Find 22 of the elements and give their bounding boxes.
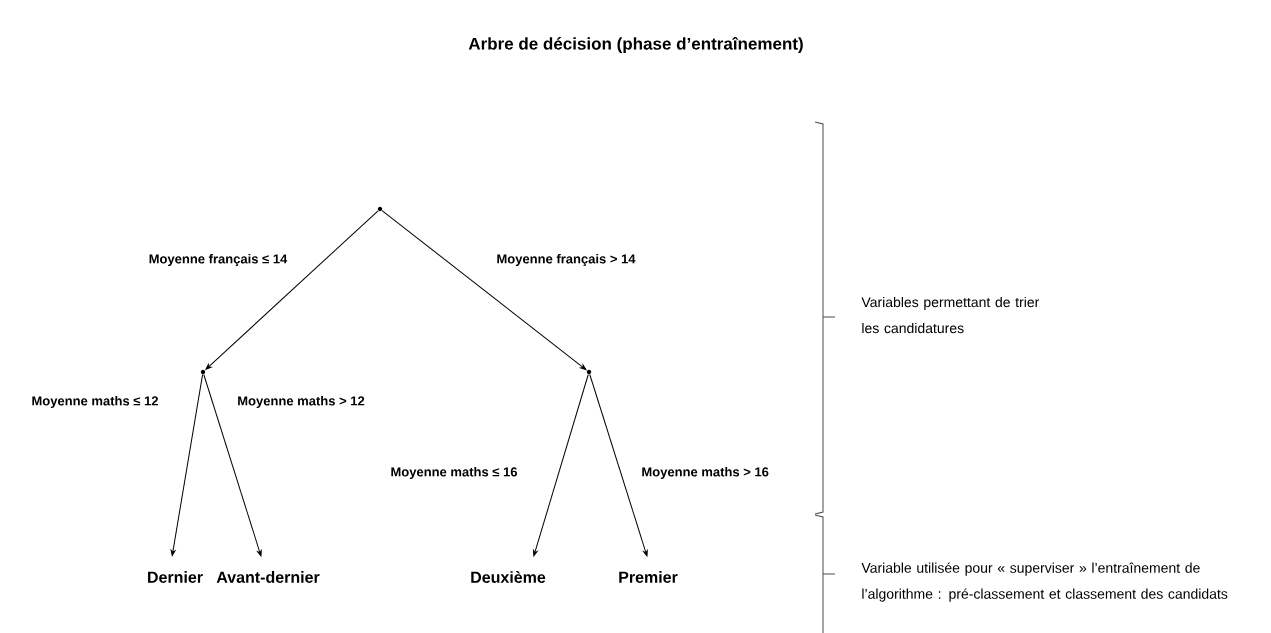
arrow: [533, 374, 589, 557]
leaf-label: Premier: [619, 571, 678, 583]
annotation: Variable utilisée pour « superviser » l’entraînement de l’algorithme : pré-classement et classement des candidats: [861, 562, 1228, 602]
arrow: [589, 374, 648, 557]
title: Arbre de décision (phase d’entraînement): [468, 36, 803, 54]
edge-label: Moyenne français > 14: [494, 251, 638, 269]
edge-label: Moyenne français ≤ 14: [146, 251, 290, 269]
leaf-label: Deuxième: [471, 571, 546, 583]
branch-point: [586, 369, 592, 375]
arrow: [203, 374, 262, 557]
arrow: [381, 210, 587, 371]
leaf-label: Dernier: [148, 571, 203, 583]
arrow: [205, 210, 379, 370]
edge-label: Moyenne maths ≤ 16: [388, 464, 520, 482]
branch-point: [377, 206, 383, 212]
arrow: [170, 374, 204, 556]
leaf-label: Avant-dernier: [216, 571, 320, 583]
edge-label: Moyenne maths > 12: [235, 393, 367, 411]
annotation: Variables permettant de trier les candidatures: [861, 296, 1040, 334]
branch-point: [200, 369, 206, 375]
edge-label: Moyenne maths > 16: [639, 464, 771, 482]
edge-label: Moyenne maths ≤ 12: [29, 393, 161, 411]
